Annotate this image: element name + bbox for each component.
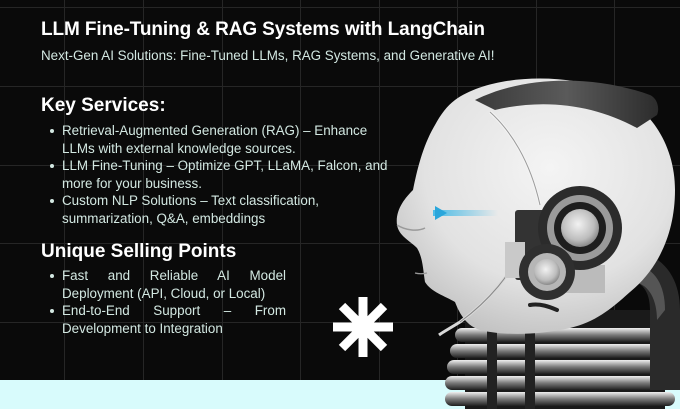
bullet-icon [50,129,54,133]
list-item: Fast and Reliable AI Model Deployment (A… [46,267,286,302]
list-item-text: Custom NLP Solutions – Text classificati… [62,193,320,226]
grid-line [222,0,223,380]
robot-head-illustration [396,78,680,409]
grid-line [64,0,65,380]
grid-line [300,0,301,380]
page-title: LLM Fine-Tuning & RAG Systems with LangC… [41,19,485,40]
list-item: Retrieval-Augmented Generation (RAG) – E… [46,122,391,157]
list-item-text: Retrieval-Augmented Generation (RAG) – E… [62,123,368,156]
bullet-icon [50,309,54,313]
list-item-text: Fast and Reliable AI Model Deployment (A… [62,268,286,301]
usp-list: Fast and Reliable AI Model Deployment (A… [46,267,286,337]
key-services-list: Retrieval-Augmented Generation (RAG) – E… [46,122,391,227]
grid-line [0,165,680,166]
bullet-icon [50,199,54,203]
list-item: LLM Fine-Tuning – Optimize GPT, LLaMA, F… [46,157,391,192]
page-subtitle: Next-Gen AI Solutions: Fine-Tuned LLMs, … [41,48,495,63]
list-item-text: LLM Fine-Tuning – Optimize GPT, LLaMA, F… [62,158,388,191]
grid-line [0,86,680,87]
list-item-text: End-to-End Support – From Development to… [62,303,286,336]
grid-line [0,243,680,244]
bullet-icon [50,164,54,168]
grid-line [379,0,380,380]
usp-heading: Unique Selling Points [41,241,237,262]
grid-line [143,0,144,380]
list-item: Custom NLP Solutions – Text classificati… [46,192,391,227]
list-item: End-to-End Support – From Development to… [46,302,286,337]
asterisk-icon [333,297,393,357]
grid-line [0,7,680,8]
key-services-heading: Key Services: [41,95,166,116]
bullet-icon [50,274,54,278]
